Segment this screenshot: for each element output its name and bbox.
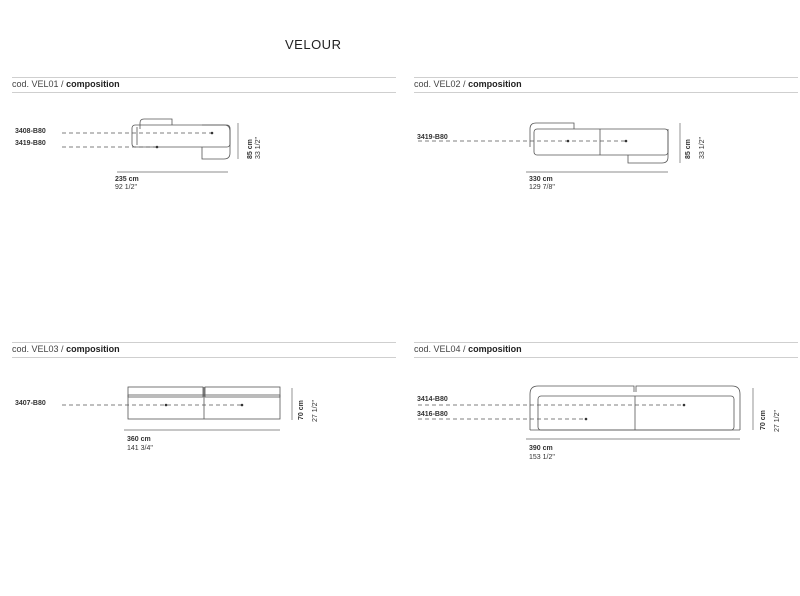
leader-dot	[210, 131, 214, 135]
height-inches: 27 1/2"	[312, 400, 319, 422]
sofa-outline	[131, 118, 231, 160]
width-inches: 92 1/2"	[115, 184, 137, 191]
height-cm: 85 cm	[247, 139, 254, 159]
module-code: 3419-B80	[417, 134, 448, 141]
width-cm: 360 cm	[127, 436, 151, 443]
section-vel04: cod. VEL04 / composition 3414-B80 3416-B…	[414, 342, 798, 472]
height-inches: 33 1/2"	[255, 137, 262, 159]
height-inches: 27 1/2"	[774, 410, 781, 432]
section-vel02: cod. VEL02 / composition 3419-B80 330 cm…	[414, 77, 798, 217]
leader-dot	[682, 403, 686, 407]
width-inches: 129 7/8"	[529, 184, 555, 191]
sofa-outline	[529, 122, 669, 164]
divider	[12, 92, 396, 93]
divider	[414, 77, 798, 78]
divider	[12, 342, 396, 343]
height-cm: 85 cm	[685, 139, 692, 159]
leader-dot	[164, 403, 168, 407]
sofa-drawing-vel02: 3419-B80 330 cm 129 7/8" 85 cm 33 1/2"	[417, 122, 706, 191]
divider	[414, 357, 798, 358]
heading-code: cod. VEL02 /	[414, 79, 466, 89]
height-cm: 70 cm	[760, 410, 767, 430]
width-cm: 390 cm	[529, 445, 553, 452]
section-heading: cod. VEL01 / composition	[12, 79, 120, 89]
sofa-outline	[127, 386, 281, 420]
width-inches: 153 1/2"	[529, 454, 555, 461]
section-vel03: cod. VEL03 / composition 3407-B80 360 cm…	[12, 342, 396, 472]
sofa-drawing-vel03: 3407-B80 360 cm 141 3/4" 70 cm 27 1/2"	[15, 386, 319, 452]
section-heading: cod. VEL03 / composition	[12, 344, 120, 354]
heading-code: cod. VEL04 /	[414, 344, 466, 354]
sofa-drawing-vel01: 3408-B80 3419-B80 235 cm 92 1/2" 85 cm 3…	[15, 118, 262, 191]
heading-label: composition	[66, 344, 120, 354]
width-cm: 330 cm	[529, 176, 553, 183]
leader-dot	[624, 139, 628, 143]
section-vel01: cod. VEL01 / composition 3408-B80 3419-B…	[12, 77, 396, 217]
divider	[12, 357, 396, 358]
leader-dot	[155, 145, 159, 149]
width-cm: 235 cm	[115, 176, 139, 183]
section-heading: cod. VEL04 / composition	[414, 344, 522, 354]
leader-dot	[584, 417, 588, 421]
divider	[12, 77, 396, 78]
leader-dot	[566, 139, 570, 143]
section-heading: cod. VEL02 / composition	[414, 79, 522, 89]
height-cm: 70 cm	[298, 400, 305, 420]
module-code: 3407-B80	[15, 400, 46, 407]
heading-label: composition	[468, 79, 522, 89]
width-inches: 141 3/4"	[127, 445, 153, 452]
divider	[414, 92, 798, 93]
page-title: VELOUR	[285, 37, 342, 52]
divider	[414, 342, 798, 343]
heading-code: cod. VEL03 /	[12, 344, 64, 354]
sofa-drawing-vel04: 3414-B80 3416-B80 390 cm 153 1/2" 70 cm …	[417, 385, 781, 461]
module-code: 3414-B80	[417, 396, 448, 403]
height-inches: 33 1/2"	[699, 137, 706, 159]
leader-dot	[240, 403, 244, 407]
heading-code: cod. VEL01 /	[12, 79, 64, 89]
sofa-outline	[529, 385, 741, 431]
heading-label: composition	[66, 79, 120, 89]
heading-label: composition	[468, 344, 522, 354]
module-code: 3408-B80	[15, 128, 46, 135]
module-code: 3416-B80	[417, 411, 448, 418]
module-code: 3419-B80	[15, 140, 46, 147]
